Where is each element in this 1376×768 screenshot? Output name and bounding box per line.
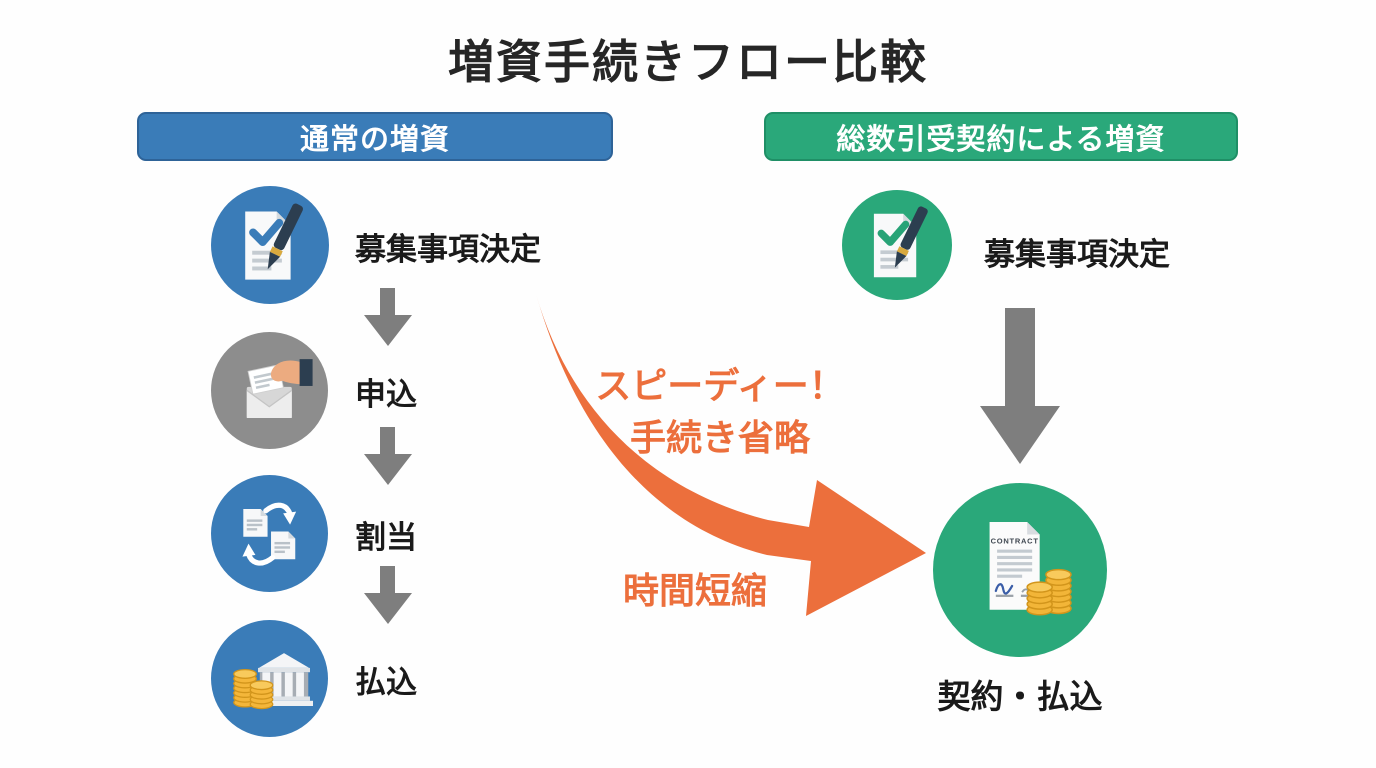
left-column-header-label: 通常の増資 (299, 123, 450, 156)
arrow-down-icon (364, 427, 412, 485)
document-check-pen-icon (245, 203, 304, 280)
arrow-down-icon (364, 288, 412, 346)
right-step1-circle (842, 190, 952, 300)
right-step2-label: 契約・払込 (937, 678, 1103, 715)
speed-annotation-line1: スピーディー！ (595, 365, 845, 406)
documents-exchange-icon (242, 502, 297, 566)
arrow-down-icon (364, 566, 412, 624)
right-column-header: 総数引受契約による増資 (764, 112, 1238, 161)
left-step1-label: 募集事項決定 (355, 232, 541, 267)
speed-swoosh-arrow-icon (536, 294, 926, 616)
left-step4-circle (211, 620, 328, 737)
contract-title-text: CONTRACT (991, 537, 1039, 546)
contract-coins-icon: CONTRACT (989, 522, 1073, 616)
envelope-hand-icon (246, 359, 313, 419)
page-title: 増資手続きフロー比較 (448, 36, 928, 88)
left-step3-circle (211, 475, 328, 592)
left-step2-circle (211, 332, 328, 449)
speed-annotation-line2: 手続き省略 (629, 417, 810, 459)
left-step4-label: 払込 (355, 665, 417, 700)
right-column-header-label: 総数引受契約による増資 (836, 123, 1166, 156)
bank-coins-icon (233, 653, 313, 710)
left-column-header: 通常の増資 (137, 112, 613, 161)
right-step1-label: 募集事項決定 (984, 237, 1170, 272)
document-check-pen-icon (874, 206, 929, 278)
big-arrow-down-icon (980, 308, 1060, 464)
right-step2-circle: CONTRACT (933, 483, 1107, 657)
left-step3-label: 割当 (355, 520, 417, 555)
left-step2-label: 申込 (355, 377, 417, 412)
speed-annotation: スピーディー！ 手続き省略 (550, 360, 890, 464)
time-saving-annotation: 時間短縮 (622, 570, 767, 611)
left-step1-circle (211, 186, 329, 304)
